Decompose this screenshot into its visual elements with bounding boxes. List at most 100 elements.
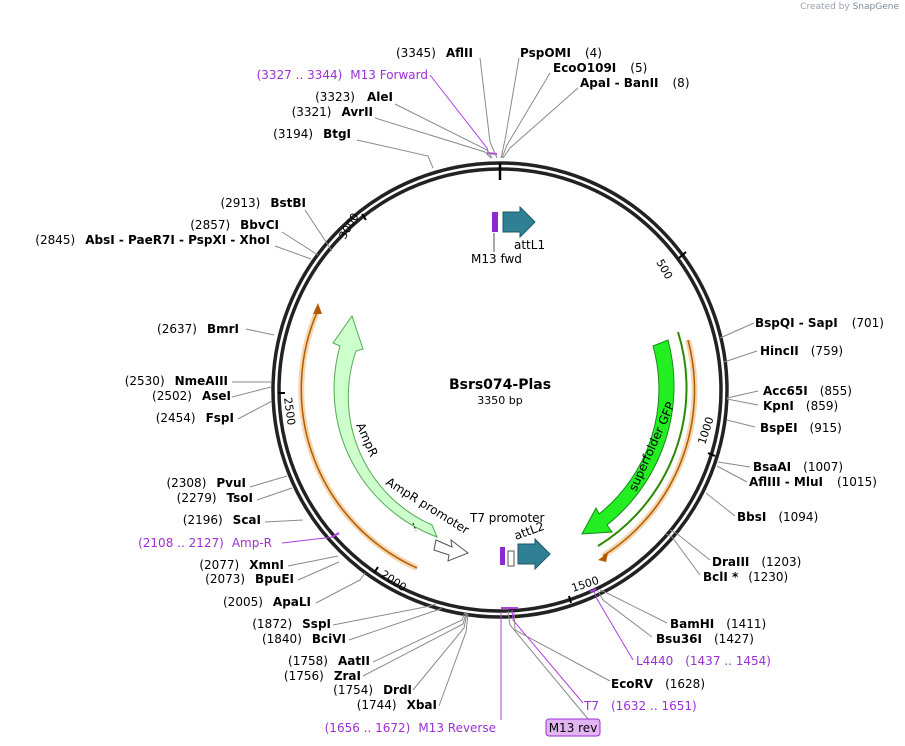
- leader-btgi: [356, 139, 434, 169]
- enzyme-label-kpni[interactable]: KpnI(859): [763, 399, 838, 413]
- leader-absi-group: [274, 245, 312, 260]
- primer-label-m13-reverse[interactable]: (1656 .. 1672)M13 Reverse: [325, 721, 496, 735]
- tick-label-1500: 1500: [570, 574, 601, 595]
- enzyme-label-bcli[interactable]: BclI *(1230): [703, 570, 788, 584]
- leader-asei: [231, 386, 272, 398]
- enzyme-label-btgi[interactable]: (3194)BtgI: [273, 127, 351, 141]
- enzyme-label-bspei[interactable]: BspEI(915): [760, 421, 842, 435]
- enzyme-label-bbvci[interactable]: (2857)BbvCI: [190, 218, 279, 232]
- enzyme-label-pvui[interactable]: (2308)PvuI: [166, 476, 246, 490]
- t7-promoter-label: T7 promoter: [469, 511, 545, 525]
- enzyme-label-bstbi[interactable]: (2913)BstBI: [220, 196, 306, 210]
- leader-aflii: [479, 57, 498, 159]
- leader-apali: [315, 572, 366, 604]
- leader-pspomi: [500, 57, 520, 159]
- enzyme-label-alei[interactable]: (3323)AleI: [315, 90, 393, 104]
- leader-amp-r: [281, 536, 334, 544]
- leader-apai-banii: [502, 87, 579, 159]
- gfp-inner-orf-arc: [597, 331, 688, 547]
- enzyme-label-bpuei[interactable]: (2073)BpuEI: [205, 572, 294, 586]
- enzyme-label-ecorv[interactable]: EcoRV(1628): [611, 677, 705, 691]
- leader-m13-forward: [429, 74, 490, 155]
- enzyme-label-hincii[interactable]: HincII(759): [760, 344, 843, 358]
- enzyme-label-bamhi[interactable]: BamHI(1411): [670, 617, 766, 631]
- enzyme-label-apali[interactable]: (2005)ApaLI: [223, 595, 311, 609]
- leader-m13-rev: [507, 610, 589, 720]
- gfp-orf-arrowhead: [598, 553, 608, 562]
- enzyme-label-pspomi[interactable]: PspOMI(4): [520, 46, 602, 60]
- leader-draiii: [669, 529, 711, 561]
- enzyme-label-afliii-mlui[interactable]: AflIII - MluI(1015): [749, 475, 877, 489]
- primer-label-l4440[interactable]: L4440(1437 .. 1454): [636, 654, 771, 668]
- enzyme-label-acc65i[interactable]: Acc65I(855): [763, 384, 852, 398]
- leader-fspi: [237, 400, 273, 420]
- leader-tsoi: [256, 487, 293, 501]
- enzyme-label-bbsi[interactable]: BbsI(1094): [737, 510, 818, 524]
- enzyme-label-xmni[interactable]: (2077)XmnI: [199, 558, 284, 572]
- m13-fwd-label: M13 fwd: [471, 252, 522, 266]
- leader-l4440: [593, 590, 634, 661]
- leader-acc65i: [726, 390, 759, 399]
- enzyme-label-xbai[interactable]: (1744)XbaI: [357, 698, 437, 712]
- primer-label-amp-r[interactable]: (2108 .. 2127)Amp-R: [138, 536, 272, 550]
- ampr-feature-divider: [412, 522, 417, 532]
- leader-bstbi: [304, 209, 333, 252]
- plasmid-name: Bsrs074-Plas: [449, 377, 551, 393]
- enzyme-label-bmri[interactable]: (2637)BmrI: [157, 322, 239, 336]
- leader-pvui: [249, 475, 288, 488]
- leader-bamhi: [599, 589, 668, 624]
- enzyme-label-tsoi[interactable]: (2279)TsoI: [177, 491, 253, 505]
- enzyme-label-draiii[interactable]: DraIII(1203): [712, 555, 801, 569]
- leader-sspi: [332, 603, 437, 626]
- leader-t7: [511, 609, 584, 704]
- ampr-feature[interactable]: [332, 314, 438, 538]
- enzyme-label-bsaai[interactable]: BsaAI(1007): [753, 460, 843, 474]
- plasmid-length: 3350 bp: [477, 394, 522, 407]
- ampr-promoter-arrow[interactable]: [433, 538, 470, 562]
- tick-mark-2000: [373, 566, 379, 574]
- m13-rev-label: M13 rev: [549, 721, 598, 735]
- enzyme-label-apai-banii[interactable]: ApaI - BanII(8): [580, 76, 690, 90]
- credit-brand: SnapGene: [852, 2, 899, 12]
- enzyme-label-zrai[interactable]: (1756)ZraI: [284, 669, 361, 683]
- enzyme-label-bsu36i[interactable]: Bsu36I(1427): [656, 632, 754, 646]
- enzyme-label-fspi[interactable]: (2454)FspI: [156, 411, 234, 425]
- primer-label-m13-forward[interactable]: (3327 .. 3344)M13 Forward: [257, 68, 428, 82]
- tick-label-500: 500: [653, 257, 675, 282]
- enzyme-label-bspqi-sapi[interactable]: BspQI - SapI(701): [755, 316, 884, 330]
- attl1-label: attL1: [514, 238, 545, 252]
- m13-fwd-feature[interactable]: [492, 212, 498, 232]
- leader-kpni: [726, 398, 759, 406]
- leader-alei: [394, 103, 493, 159]
- leader-bbvci: [281, 231, 319, 256]
- superfolder-gfp-feature[interactable]: [581, 339, 675, 535]
- enzyme-label-sspi[interactable]: (1872)SspI: [252, 617, 331, 631]
- leader-drdi: [412, 612, 468, 691]
- t7-promoter-feature[interactable]: [507, 550, 515, 567]
- leader-avrii: [374, 117, 492, 159]
- m13-rev-box[interactable]: [545, 718, 601, 737]
- leader-bcli: [665, 533, 701, 576]
- enzyme-label-aatii[interactable]: (1758)AatII: [288, 654, 370, 668]
- leader-afliii-mlui: [716, 465, 748, 483]
- leader-scai: [264, 519, 304, 523]
- enzyme-label-nmeaiii[interactable]: (2530)NmeAIII: [125, 374, 228, 388]
- enzyme-label-aflii[interactable]: (3345)AflII: [396, 46, 473, 60]
- enzyme-label-drdi[interactable]: (1754)DrdI: [333, 683, 412, 697]
- primer-label-t7[interactable]: T7(1632 .. 1651): [583, 699, 697, 713]
- enzyme-label-avrii[interactable]: (3321)AvrII: [292, 105, 373, 119]
- m13-rev-feature[interactable]: [500, 547, 505, 565]
- attl2-feature[interactable]: [517, 537, 551, 571]
- enzyme-label-eco0109i[interactable]: EcoO109I(5): [553, 61, 647, 75]
- enzyme-label-asei[interactable]: (2502)AseI: [152, 389, 231, 403]
- snapgene-credit: Created by SnapGene: [800, 2, 899, 12]
- enzyme-label-absi-group[interactable]: (2845)AbsI - PaeR7I - PspXI - XhoI: [35, 233, 270, 247]
- enzyme-label-bcivi[interactable]: (1840)BciVI: [262, 632, 346, 646]
- tick-mark-3000: [361, 213, 367, 221]
- leader-zrai: [362, 612, 467, 677]
- ampr-orf-arrowhead: [313, 303, 322, 314]
- enzyme-label-scai[interactable]: (2196)ScaI: [183, 513, 261, 527]
- attl1-feature[interactable]: [502, 205, 536, 239]
- credit-prefix: Created by: [800, 2, 850, 12]
